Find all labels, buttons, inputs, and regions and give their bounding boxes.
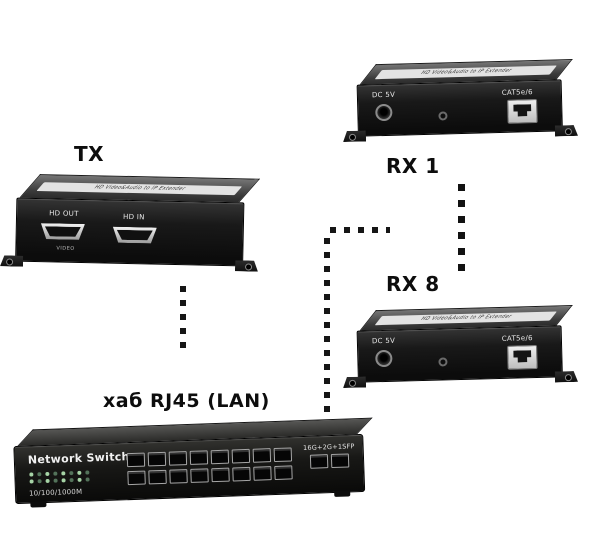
rj45-port <box>211 467 230 483</box>
dc-jack-port <box>375 103 393 122</box>
tx-label: TX <box>74 142 105 166</box>
connector-tx-to-switch <box>180 286 186 350</box>
led-indicator <box>69 471 74 476</box>
led-indicator <box>37 472 42 477</box>
video-label: VIDEO <box>56 245 75 252</box>
rj45-port <box>148 469 167 485</box>
led-indicator <box>29 479 34 484</box>
mounting-ear-right <box>235 260 258 271</box>
rj45-port <box>147 451 167 467</box>
led-indicator <box>77 477 82 482</box>
switch-front-face: Network Switch 10/100/1000M 16G+2G+1SFP <box>13 433 366 508</box>
hd-out-label: HD OUT <box>49 209 79 218</box>
rj45-port <box>169 469 188 484</box>
switch-speed-label: 10/100/1000M <box>28 487 83 498</box>
led-indicator <box>85 470 90 475</box>
hd-in-label: HD IN <box>122 212 145 222</box>
led-indicator <box>69 478 74 483</box>
rx8-label: RX 8 <box>386 272 440 296</box>
led-row <box>29 470 90 477</box>
led-indicator-grid <box>29 470 90 484</box>
tx-device: HD Video&Audio to IP Extender HD OUT HD … <box>15 174 261 267</box>
led-indicator <box>45 471 50 477</box>
led-indicator <box>45 478 50 484</box>
uplink-port-row <box>309 453 350 469</box>
rx1-device: HD Video&Audio to IP Extender DC 5V CAT5… <box>356 59 563 136</box>
cat5e-label: CAT5e/6 <box>501 334 533 343</box>
hdmi-in-port <box>113 227 157 244</box>
mounting-ear-right <box>555 371 578 383</box>
hub-label: хаб RJ45 (LAN) <box>103 390 270 412</box>
rj45-port <box>232 466 251 482</box>
device-model-strip: HD Video&Audio to IP Extender <box>374 65 557 80</box>
switch-foot-right <box>334 490 351 497</box>
led-indicator <box>77 470 82 475</box>
rj45-port <box>253 466 272 481</box>
rj45-port <box>274 465 293 481</box>
rj45-port <box>273 447 293 463</box>
rj45-port <box>126 452 146 468</box>
rj45-port <box>189 450 209 465</box>
hdmi-out-port-inner <box>45 226 81 237</box>
rj45-port <box>507 344 538 370</box>
connector-switch-to-rx-horizontal <box>330 227 390 233</box>
rx1-label: RX 1 <box>386 154 440 178</box>
rj45-port <box>309 454 329 469</box>
led-indicator <box>53 471 58 476</box>
dc-label: DC 5V <box>371 336 396 346</box>
rj45-port <box>168 451 188 466</box>
switch-uplink-block: 16G+2G+1SFP <box>303 442 355 469</box>
mounting-ear-left <box>0 255 23 266</box>
led-indicator <box>85 477 90 482</box>
dc-jack-port <box>375 349 393 368</box>
rx8-device-front-face: DC 5V CAT5e/6 <box>357 325 563 382</box>
hdmi-in-port-inner <box>117 230 153 241</box>
rx8-device: HD Video&Audio to IP Extender DC 5V CAT5… <box>356 305 563 382</box>
reset-button <box>438 111 448 121</box>
tx-device-front-face: HD OUT HD IN VIDEO <box>15 197 244 267</box>
rj45-port <box>252 448 272 463</box>
led-indicator <box>37 479 42 484</box>
led-row <box>29 477 90 484</box>
cat5e-label: CAT5e/6 <box>501 88 533 97</box>
mounting-ear-left <box>343 130 366 142</box>
led-indicator <box>61 478 66 483</box>
rj45-port <box>190 468 209 483</box>
uplink-label: 16G+2G+1SFP <box>302 442 355 453</box>
connector-rx1-to-rx8 <box>458 184 465 276</box>
dc-label: DC 5V <box>371 90 396 100</box>
device-model-strip: HD Video&Audio to IP Extender <box>374 311 557 326</box>
rj45-port <box>127 470 146 486</box>
led-indicator <box>53 478 58 483</box>
mounting-ear-left <box>343 376 366 388</box>
switch-name-label: Network Switch <box>27 450 130 467</box>
connector-switch-to-rx-vertical <box>324 238 330 418</box>
network-switch: Network Switch 10/100/1000M 16G+2G+1SFP <box>13 417 373 508</box>
rj45-port <box>210 449 230 465</box>
mounting-ear-right <box>555 125 578 137</box>
rx1-device-front-face: DC 5V CAT5e/6 <box>357 79 563 136</box>
reset-button <box>438 357 448 367</box>
rj45-port <box>507 98 538 124</box>
device-model-strip: HD Video&Audio to IP Extender <box>36 182 243 196</box>
led-indicator <box>29 472 34 477</box>
led-indicator <box>61 471 66 476</box>
rj45-port <box>231 448 251 464</box>
rj45-port <box>330 453 350 469</box>
switch-foot-left <box>30 501 47 508</box>
hdmi-out-port <box>41 223 85 240</box>
switch-port-block <box>126 447 293 486</box>
switch-port-row-bottom <box>127 465 293 486</box>
switch-port-row-top <box>126 447 293 468</box>
